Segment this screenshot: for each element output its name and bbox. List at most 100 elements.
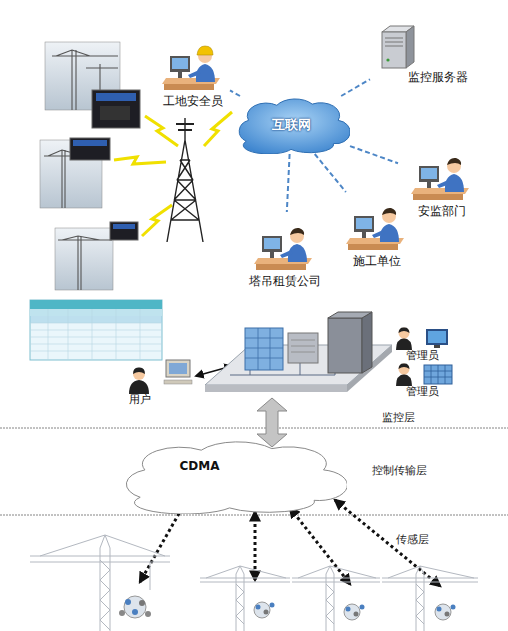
sensor-cluster [360, 605, 365, 610]
crane-photo [55, 228, 113, 290]
wireless-link [290, 508, 350, 584]
wireless-link [335, 500, 440, 586]
node-label: CDMA [180, 459, 220, 473]
signal-tower [176, 124, 194, 130]
monitor-device [92, 90, 140, 128]
sensor-cluster [451, 605, 456, 610]
sensor-cluster [132, 609, 138, 615]
monitor-device [113, 224, 135, 229]
node-label: 用户 [129, 394, 151, 406]
person-body [396, 338, 412, 350]
server-platform [205, 385, 347, 392]
server-rack [424, 365, 452, 384]
person-head [133, 368, 145, 380]
tower-crane [30, 535, 478, 631]
tower-crane [292, 566, 380, 631]
layer-label: 传感层 [396, 533, 429, 546]
data-table-screenshot [30, 300, 162, 309]
monitor-device [73, 140, 107, 146]
tower-crane [382, 566, 478, 631]
node-label: 安监部门 [418, 204, 466, 218]
cloud-outline [126, 442, 347, 514]
monitor-stand [270, 252, 274, 258]
signal-tower [167, 118, 203, 242]
person-body [396, 374, 412, 386]
sensor-cluster [124, 596, 146, 618]
desk [164, 84, 214, 90]
dashed-connector [341, 79, 370, 96]
wireless-signal [114, 157, 166, 164]
rack-grid [424, 365, 452, 384]
person-arm [372, 230, 385, 238]
node-label: 管理员 [406, 350, 439, 362]
desk [413, 194, 463, 200]
person-hair [133, 367, 145, 374]
dashed-connector [287, 154, 290, 212]
wireless-signal [204, 112, 232, 146]
server-front [382, 32, 406, 68]
desk [256, 264, 306, 270]
sensor-cluster [346, 607, 351, 612]
sensor-cluster [354, 612, 359, 617]
monitor-device [70, 138, 110, 160]
person-hair [398, 327, 409, 333]
desk [348, 244, 398, 250]
server-platform [328, 312, 372, 318]
node-label: 施工单位 [353, 254, 401, 268]
tower-crane [30, 535, 170, 631]
cloud-node: 互联网 [232, 96, 350, 154]
sensor-cluster [139, 600, 145, 606]
server-platform [328, 318, 362, 373]
server-platform [245, 328, 283, 370]
person-icon [411, 152, 473, 204]
monitor-stand [427, 182, 431, 188]
server-node: 监控服务器 [370, 18, 468, 84]
layer-label: 监控层 [382, 411, 415, 424]
hard-hat [197, 46, 213, 55]
node-label: 塔吊租赁公司 [249, 274, 321, 288]
sensor-cluster [145, 611, 151, 617]
sensor-cluster [254, 602, 270, 618]
person-head [398, 328, 409, 339]
crane-photo [58, 236, 112, 290]
monitor-device [92, 90, 140, 128]
dashed-connector [315, 154, 346, 192]
node-label: 互联网 [272, 118, 311, 132]
data-table-screenshot [30, 300, 162, 360]
sensor-cluster [437, 607, 442, 612]
server-platform [205, 312, 392, 392]
cloud-outline [239, 99, 350, 154]
person-icon [254, 222, 316, 274]
wireless-signal [114, 112, 232, 236]
node-label: 管理员 [406, 386, 439, 398]
monitor-device [110, 222, 138, 240]
user-computer [164, 360, 192, 384]
monitor-screen [428, 331, 446, 343]
monitor [419, 166, 439, 182]
link-arrow [257, 398, 287, 447]
signal-tower [167, 118, 203, 242]
monitor-screen [356, 218, 372, 229]
admin-icon [388, 326, 458, 350]
sensor-cluster [125, 599, 131, 605]
server-platform [288, 333, 318, 363]
server-slots [385, 38, 403, 46]
data-table-screenshot [30, 309, 162, 316]
layer-label: 控制传输层 [372, 464, 427, 477]
person-arm [188, 70, 201, 78]
sensor-cluster [270, 603, 275, 608]
server-side [406, 26, 414, 68]
server-platform [291, 340, 315, 352]
node-label: 监控服务器 [408, 70, 468, 84]
sensor-cluster [445, 612, 450, 617]
sensor-cluster [119, 596, 456, 620]
data-table-screenshot [30, 309, 162, 360]
monitor [262, 236, 282, 252]
user-computer [164, 380, 192, 384]
person-head [398, 364, 409, 375]
dashed-connector [230, 90, 240, 96]
person-arm [437, 180, 450, 188]
tower-crane [200, 566, 290, 631]
